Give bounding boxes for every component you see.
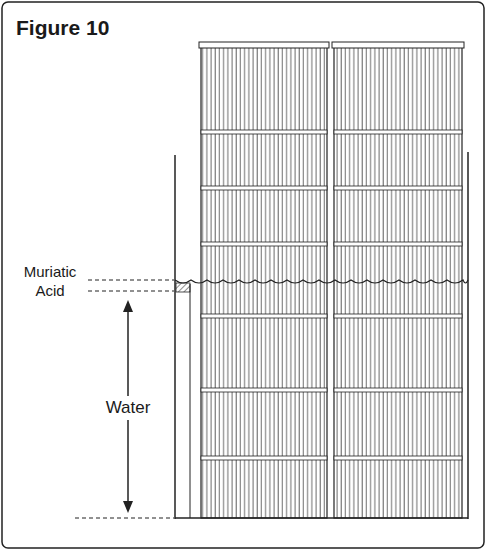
acid-label: Muriatic Acid <box>8 262 92 300</box>
cartridge-band <box>334 186 462 190</box>
figure-title: Figure 10 <box>16 16 109 40</box>
cartridge-band <box>201 456 327 460</box>
cartridge-band <box>334 242 462 246</box>
cartridge-band <box>334 456 462 460</box>
water-label: Water <box>102 396 155 420</box>
cartridge-band <box>201 242 327 246</box>
cartridge-band <box>334 130 462 134</box>
cartridge-band <box>201 186 327 190</box>
cartridge-band <box>201 130 327 134</box>
cartridge-band <box>334 314 462 318</box>
cartridge-band <box>201 314 327 318</box>
cartridge-band <box>334 388 462 392</box>
water-surface <box>175 280 468 283</box>
cartridge-band <box>201 388 327 392</box>
